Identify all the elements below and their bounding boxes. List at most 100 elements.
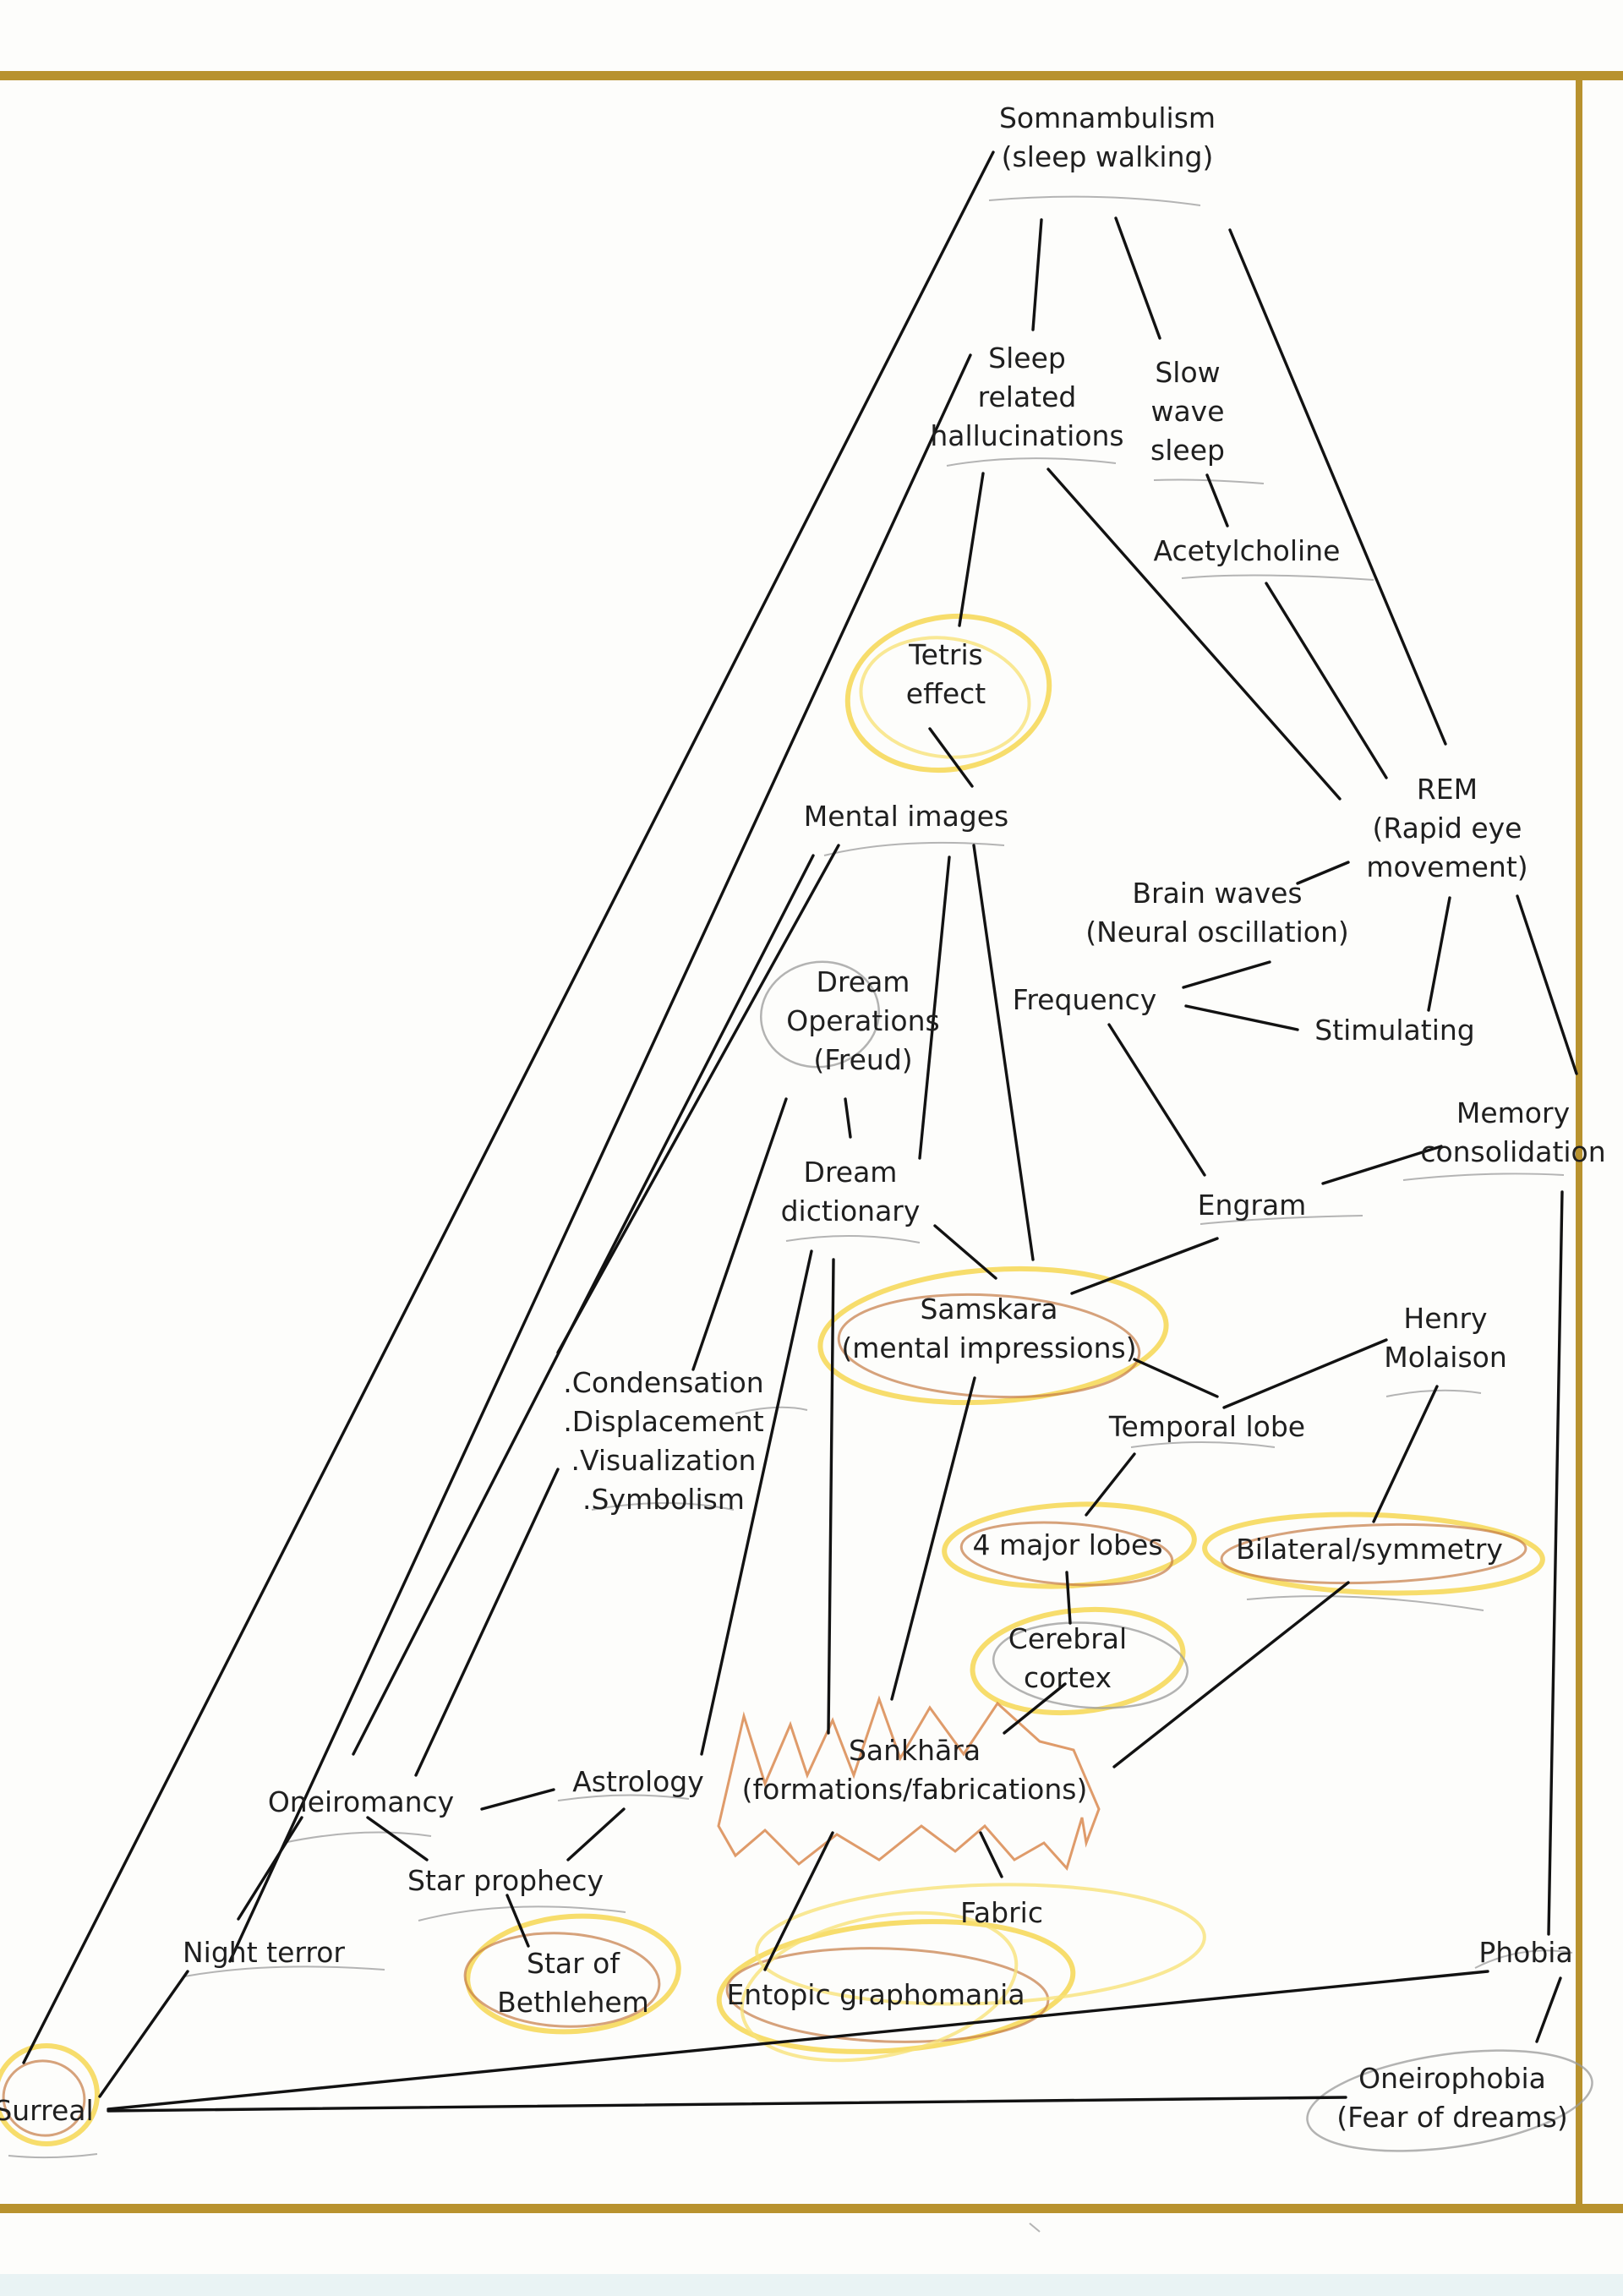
node-label-samskara-line-2: (mental impressions) (841, 1331, 1136, 1364)
node-astrology: Astrology (572, 1765, 704, 1798)
highlight-samskara-inner (837, 1293, 1141, 1399)
highlight-cerebral-cortex (970, 1606, 1186, 1716)
edge-acetylcholine-to-rem (1265, 582, 1388, 779)
node-entopic-graphomania: Entopic graphomania (726, 1978, 1025, 2011)
node-label-condensation-list-line-3: .Visualization (571, 1444, 757, 1477)
edge-somnambulism-to-slow-wave-sleep (1114, 216, 1161, 340)
node-samskara: Samskara(mental impressions) (841, 1293, 1136, 1364)
node-label-brain-waves-line-1: Brain waves (1132, 877, 1302, 910)
edge-surreal-to-oneirophobia (107, 2096, 1347, 2113)
edge-dream-operations-to-condensation-list (691, 1097, 788, 1371)
node-label-condensation-list-line-2: .Displacement (563, 1405, 763, 1438)
node-label-slow-wave-sleep-line-3: sleep (1150, 434, 1225, 467)
edge-sleep-related-hallucinations-to-rem (1046, 467, 1342, 801)
node-label-sleep-related-hallucinations-line-3: hallucinations (930, 419, 1123, 452)
node-label-somnambulism-line-2: (sleep walking) (1002, 140, 1214, 173)
underline-night-terror (183, 1965, 385, 1977)
node-layer: Somnambulism(sleep walking)Sleeprelatedh… (0, 101, 1606, 2134)
node-condensation-list: .Condensation.Displacement.Visualization… (563, 1366, 763, 1516)
node-acetylcholine: Acetylcholine (1154, 534, 1341, 567)
edge-samskara-to-sankhara (890, 1376, 976, 1701)
node-label-oneiromancy-line-1: Oneiromancy (268, 1785, 454, 1818)
edge-dream-operations-to-dream-dictionary (844, 1097, 852, 1139)
node-label-star-of-bethlehem-line-1: Star of (527, 1947, 620, 1980)
underline-somnambulism (988, 195, 1201, 206)
stray-mark (1029, 2222, 1041, 2233)
node-label-frequency-line-1: Frequency (1013, 983, 1156, 1016)
node-sankhara: Saṅkhāra(formations/fabrications) (742, 1734, 1088, 1806)
highlight-star-of-bethlehem-inner (463, 1932, 661, 2028)
underline-astrology (557, 1794, 690, 1801)
outline-dream-operations (759, 960, 881, 1069)
edge-brain-waves-to-frequency (1182, 960, 1271, 989)
edge-mental-images-to-samskara (972, 844, 1035, 1261)
edge-sleep-related-hallucinations-to-night-terror (228, 353, 972, 1963)
node-label-cerebral-cortex-line-1: Cerebral (1008, 1622, 1127, 1655)
highlight-entopic-graphomania-loop (740, 1911, 1019, 2063)
highlight-four-major-lobes (942, 1501, 1197, 1589)
underline-phobia (1474, 1949, 1573, 1969)
edge-rem-to-brain-waves (1296, 861, 1350, 885)
node-label-dream-dictionary-line-1: Dream (804, 1156, 898, 1189)
edge-star-prophecy-to-star-of-bethlehem (505, 1894, 530, 1948)
node-engram: Engram (1198, 1189, 1307, 1222)
node-label-condensation-list-line-4: .Symbolism (582, 1483, 745, 1516)
node-label-star-of-bethlehem-line-2: Bethlehem (497, 1986, 649, 2019)
edge-oneiromancy-to-star-prophecy (366, 1816, 429, 1861)
edge-mental-images-to-condensation-list (556, 844, 840, 1354)
node-label-mental-images-line-1: Mental images (804, 800, 1009, 833)
underline-temporal-lobe (1130, 1441, 1276, 1448)
node-label-fabric-line-1: Fabric (960, 1896, 1043, 1929)
edge-dream-dictionary-to-astrology (700, 1249, 813, 1756)
highlight-entopic-graphomania (716, 1919, 1076, 2054)
node-label-cerebral-cortex-line-2: cortex (1024, 1661, 1112, 1694)
node-label-star-prophecy-line-1: Star prophecy (407, 1864, 604, 1897)
node-label-dream-operations-line-2: Operations (786, 1004, 939, 1037)
edge-somnambulism-to-surreal (22, 150, 995, 2064)
edge-astrology-to-star-prophecy (566, 1807, 626, 1861)
underline-surreal (8, 2153, 98, 2159)
highlight-bilateral-symmetry (1202, 1512, 1545, 1596)
edge-condensation-list-to-oneiromancy (414, 1468, 560, 1777)
node-four-major-lobes: 4 major lobes (972, 1528, 1162, 1561)
node-label-oneirophobia-line-2: (Fear of dreams) (1336, 2101, 1567, 2134)
edge-phobia-to-oneirophobia (1535, 1976, 1562, 2043)
node-label-dream-dictionary-line-2: dictionary (781, 1194, 921, 1227)
edge-samskara-to-temporal-lobe (1133, 1358, 1219, 1398)
edge-rem-to-stimulating (1427, 896, 1451, 1012)
node-label-acetylcholine-line-1: Acetylcholine (1154, 534, 1341, 567)
node-temporal-lobe: Temporal lobe (1108, 1410, 1305, 1443)
node-label-rem-line-1: REM (1417, 773, 1478, 806)
node-star-of-bethlehem: Star of Bethlehem (497, 1947, 649, 2019)
edge-mental-images-to-dream-dictionary (918, 856, 951, 1160)
edge-dream-dictionary-to-samskara (933, 1224, 997, 1280)
node-label-tetris-effect-line-1: Tetris (908, 638, 983, 671)
underline-memory-consolidation (1402, 1173, 1565, 1181)
edge-temporal-lobe-to-four-major-lobes (1085, 1452, 1136, 1517)
edge-sankhara-to-fabric (979, 1831, 1003, 1878)
highlight-four-major-lobes-inner (959, 1521, 1174, 1587)
edge-layer (22, 150, 1578, 2113)
underline-engram (1199, 1215, 1363, 1225)
edge-sleep-related-hallucinations-to-tetris-effect (958, 472, 985, 627)
frame-right-border (1576, 71, 1582, 2213)
highlight-tetris-effect (844, 613, 1052, 774)
outline-oneirophobia (1306, 2049, 1593, 2152)
edge-night-terror-to-surreal (98, 1970, 189, 2098)
underline-slow-wave-sleep (1153, 478, 1265, 484)
node-night-terror: Night terror (183, 1936, 345, 1969)
node-oneiromancy: Oneiromancy (268, 1785, 454, 1818)
node-label-henry-molaison-line-2: Molaison (1384, 1341, 1507, 1374)
node-brain-waves: Brain waves(Neural oscillation) (1085, 877, 1349, 948)
highlight-bilateral-symmetry-inner (1220, 1522, 1527, 1585)
edge-frequency-to-engram (1107, 1023, 1206, 1177)
edge-oneiromancy-to-astrology (480, 1788, 555, 1811)
highlight-tetris-effect-inner (859, 636, 1031, 759)
frame-bottom-border (0, 2204, 1623, 2213)
